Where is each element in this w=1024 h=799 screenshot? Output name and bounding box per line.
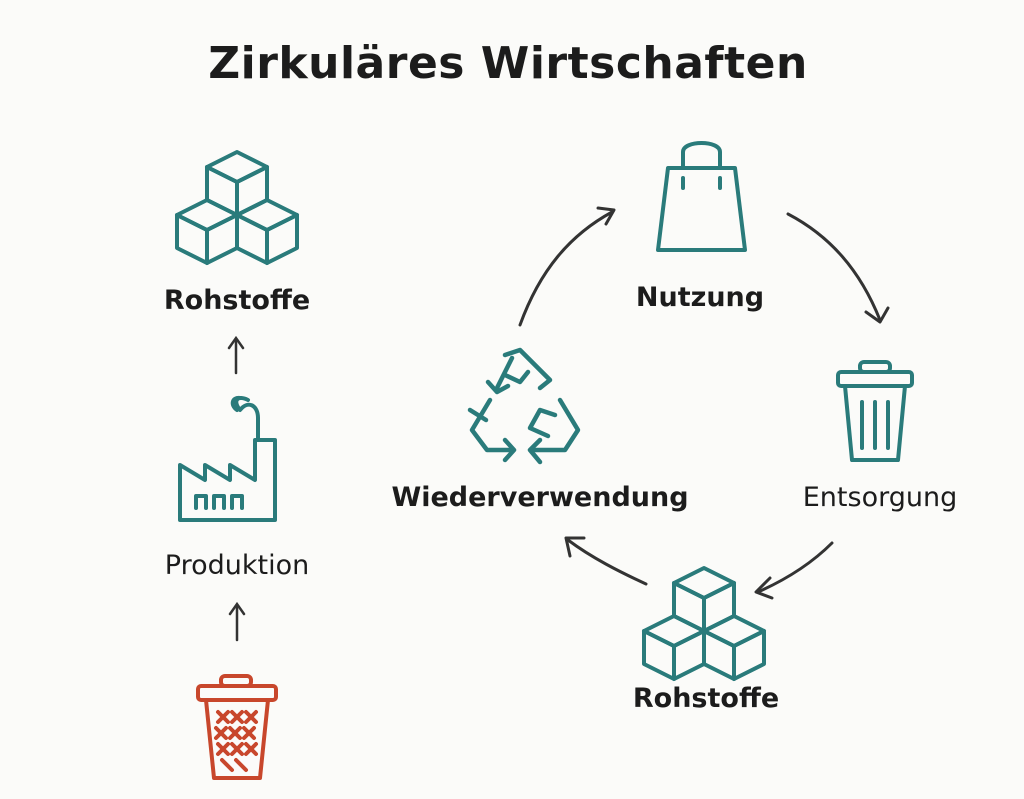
shopping-bag-icon xyxy=(656,141,747,252)
trash-bin-icon xyxy=(836,360,914,462)
cubes-icon xyxy=(642,566,766,681)
cubes-icon xyxy=(175,150,299,265)
cycle-usage-label: Nutzung xyxy=(635,282,765,313)
recycle-icon xyxy=(467,347,581,465)
arrow-up-icon xyxy=(228,601,246,642)
factory-icon xyxy=(178,395,277,522)
linear-raw-label: Rohstoffe xyxy=(163,285,311,316)
cycle-arrow-icon xyxy=(564,536,648,586)
cycle-arrow-icon xyxy=(754,541,834,600)
page-title: Zirkuläres Wirtschaften xyxy=(208,38,808,89)
cycle-reuse-label: Wiederverwendung xyxy=(391,482,689,513)
trash-bin-icon xyxy=(196,674,278,780)
arrow-up-icon xyxy=(227,335,245,375)
linear-production-label: Produktion xyxy=(164,550,310,581)
cycle-arrow-icon xyxy=(518,206,616,327)
cycle-arrow-icon xyxy=(786,212,890,324)
cycle-raw-label: Rohstoffe xyxy=(632,683,780,714)
cycle-disposal-label: Entsorgung xyxy=(802,482,958,513)
